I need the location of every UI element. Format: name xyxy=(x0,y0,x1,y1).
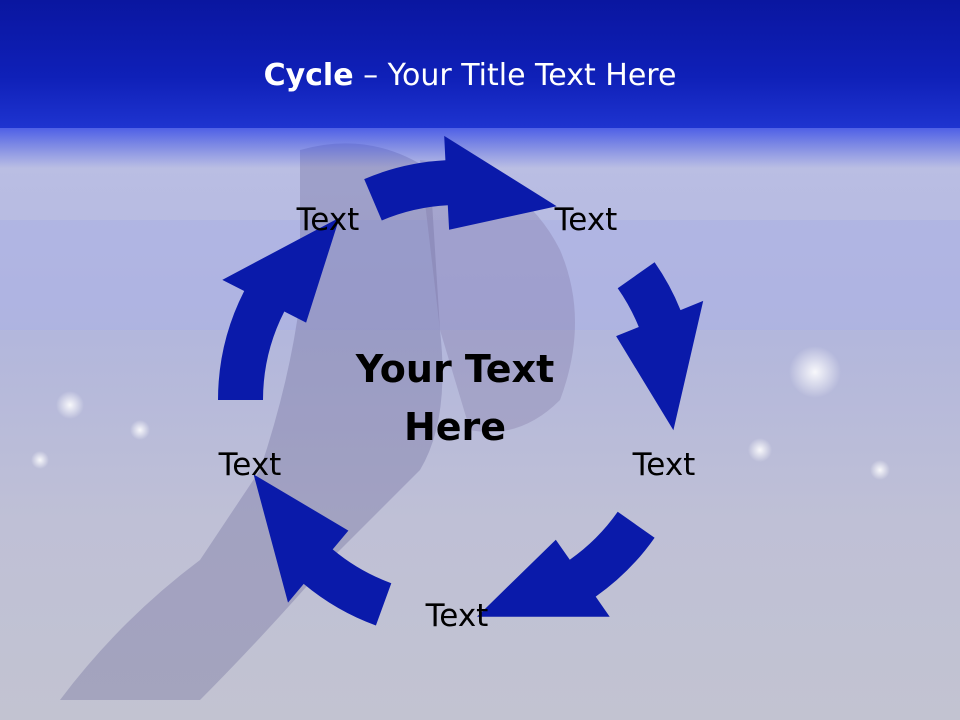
slide-title-bold: Cycle xyxy=(263,58,354,93)
cycle-arrow-icon-1 xyxy=(364,135,557,230)
cycle-arrow-icon-3 xyxy=(477,511,655,617)
cycle-arrow-icon-4 xyxy=(253,474,392,626)
cycle-arrow-icon-2 xyxy=(616,262,704,431)
node-label-bottom: Text xyxy=(425,598,489,634)
node-label-left: Text xyxy=(218,447,282,483)
slide-title-rest: – Your Title Text Here xyxy=(353,58,677,93)
title-band xyxy=(0,0,960,168)
center-text-line-1: Your Text xyxy=(355,347,555,391)
node-label-top-left: Text xyxy=(296,202,360,238)
center-text: Your Text Here xyxy=(330,340,580,456)
center-text-line-2: Here xyxy=(403,405,507,449)
slide-title: Cycle – Your Title Text Here xyxy=(0,56,940,96)
cycle-arrow-icon-5 xyxy=(218,217,340,400)
node-label-top-right: Text xyxy=(554,202,618,238)
node-label-right: Text xyxy=(632,447,696,483)
